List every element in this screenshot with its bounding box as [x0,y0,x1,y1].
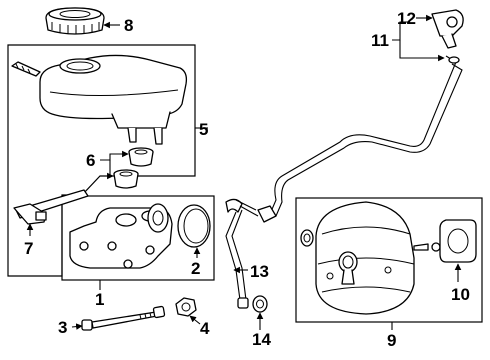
brake-booster [315,201,441,315]
grommet-upper [128,147,154,167]
vacuum-hose [257,55,463,223]
grommet-lower [113,169,139,189]
callout-6: 6 [86,151,96,170]
gasket [439,219,477,263]
seal-ring [177,204,211,248]
level-sensor [11,61,41,77]
callout-1: 1 [95,290,105,309]
callout-12: 12 [397,9,416,28]
callout-9: 9 [387,331,397,350]
callout-2: 2 [191,259,201,278]
washer [252,295,268,313]
callout-7: 7 [24,239,34,258]
callout-10: 10 [451,285,470,304]
callout-8: 8 [124,16,134,35]
brake-booster-frame [295,197,483,323]
brake-line [225,198,259,309]
fluid-reservoir [39,54,188,145]
leader-lines [26,14,462,330]
nut [175,297,197,317]
master-cylinder-frame [61,195,215,281]
bolt [81,305,166,331]
callout-5: 5 [199,120,209,139]
reservoir-cap [45,7,105,35]
booster-o-ring [300,229,314,247]
callout-14: 14 [252,330,271,349]
master-cylinder [69,203,173,269]
check-valve [431,9,464,49]
callout-3: 3 [58,318,68,337]
callout-4: 4 [200,319,210,338]
callout-11: 11 [371,31,389,50]
callout-13: 13 [250,262,269,281]
sensor-bracket [13,189,89,225]
